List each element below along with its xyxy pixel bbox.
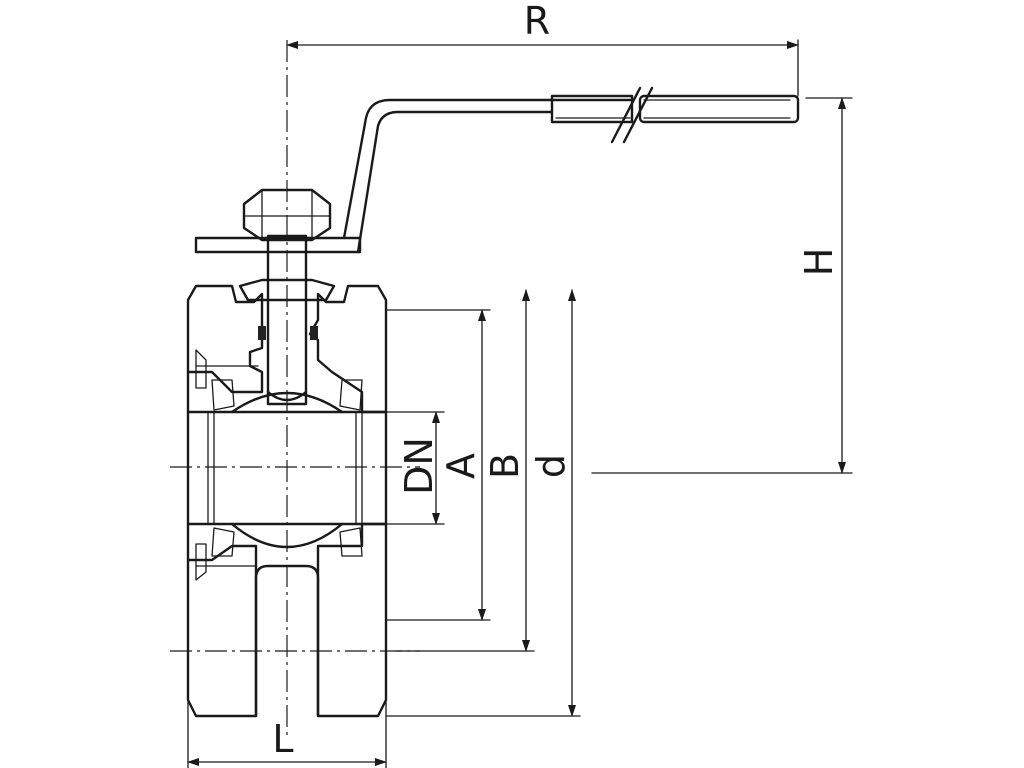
seat-lower-left	[211, 527, 235, 557]
body-upper-right	[308, 284, 388, 414]
dim-label-l: L	[272, 717, 293, 761]
handle-lever	[342, 86, 800, 254]
center-lines	[170, 40, 420, 740]
seat-lower-right	[339, 527, 363, 557]
dimensions: R H DN A B d L	[187, 0, 853, 768]
seat-upper-left	[211, 379, 235, 411]
dim-label-d: d	[529, 454, 573, 478]
dim-label-a: A	[439, 453, 483, 479]
packing-right	[310, 326, 318, 340]
dim-label-dn: DN	[397, 437, 441, 495]
dim-label-b: B	[483, 453, 527, 479]
break-symbol	[610, 86, 654, 144]
body-lower-left	[186, 544, 258, 718]
packing-left	[258, 326, 266, 340]
body-upper-left	[186, 284, 264, 394]
gland	[238, 278, 336, 302]
dim-label-h: H	[797, 248, 841, 277]
dim-label-r: R	[524, 0, 550, 43]
stem-nut	[242, 188, 332, 242]
seat-upper-right	[339, 379, 363, 411]
stem-assembly	[194, 188, 362, 406]
body-lower-right	[316, 522, 388, 718]
